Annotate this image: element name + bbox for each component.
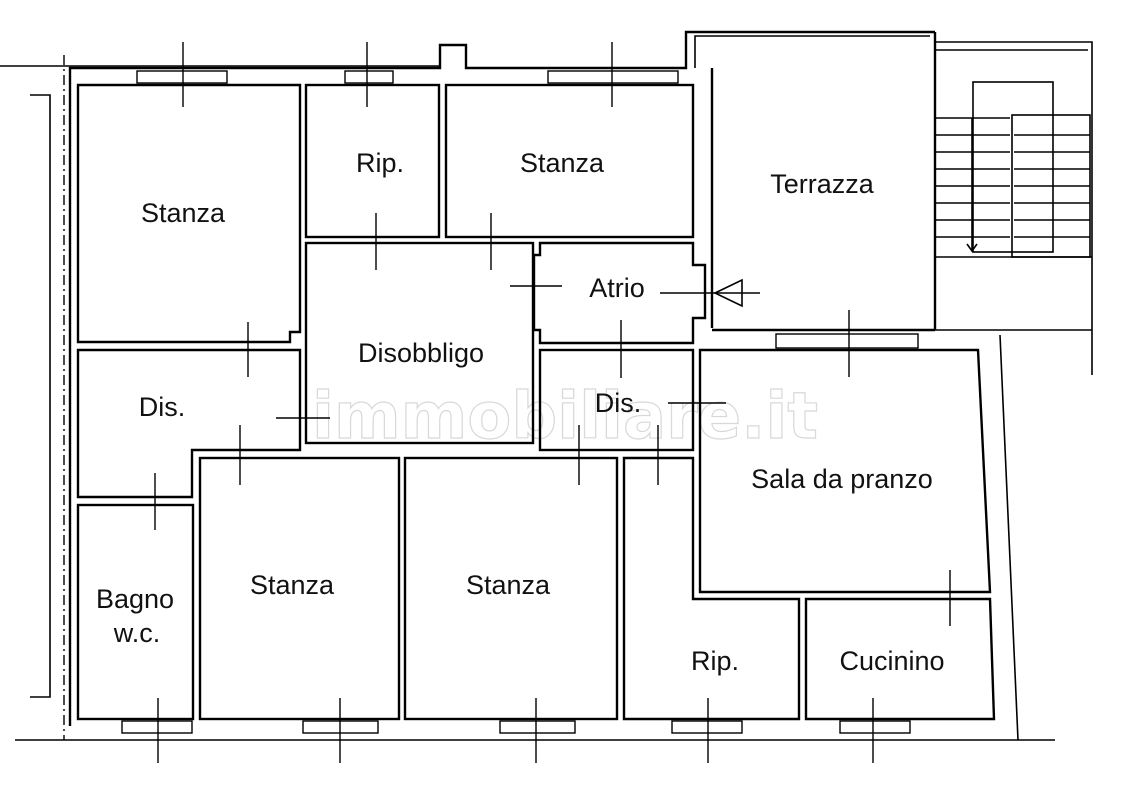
room-label-sala-da-pranzo: Sala da pranzo: [751, 464, 933, 494]
room-label-atrio: Atrio: [589, 273, 645, 303]
opening-marks: [154, 42, 951, 763]
room-label-stanza-n: Stanza: [520, 148, 605, 178]
outer-walls: [68, 30, 937, 726]
room-label-cucinino: Cucinino: [839, 646, 944, 676]
outer-lines: [0, 55, 1055, 741]
room-label-disobbligo: Disobbligo: [358, 338, 484, 368]
room-label-stanza-s: Stanza: [466, 570, 551, 600]
room-label-stanza-sw: Stanza: [250, 570, 335, 600]
room-label-bagno-wc: w.c.: [113, 618, 161, 648]
room-label-bagno: Bagno: [96, 584, 174, 614]
staircase: [935, 41, 1093, 375]
windows: [121, 70, 919, 734]
room-label-terrazza: Terrazza: [770, 169, 875, 199]
room-label-rip-s: Rip.: [691, 646, 739, 676]
room-label-rip-n: Rip.: [356, 148, 404, 178]
room-label-dis-c: Dis.: [595, 388, 642, 418]
room-label-stanza-nw: Stanza: [141, 198, 226, 228]
room-label-dis-w: Dis.: [139, 392, 186, 422]
room-walls: [76, 83, 996, 721]
